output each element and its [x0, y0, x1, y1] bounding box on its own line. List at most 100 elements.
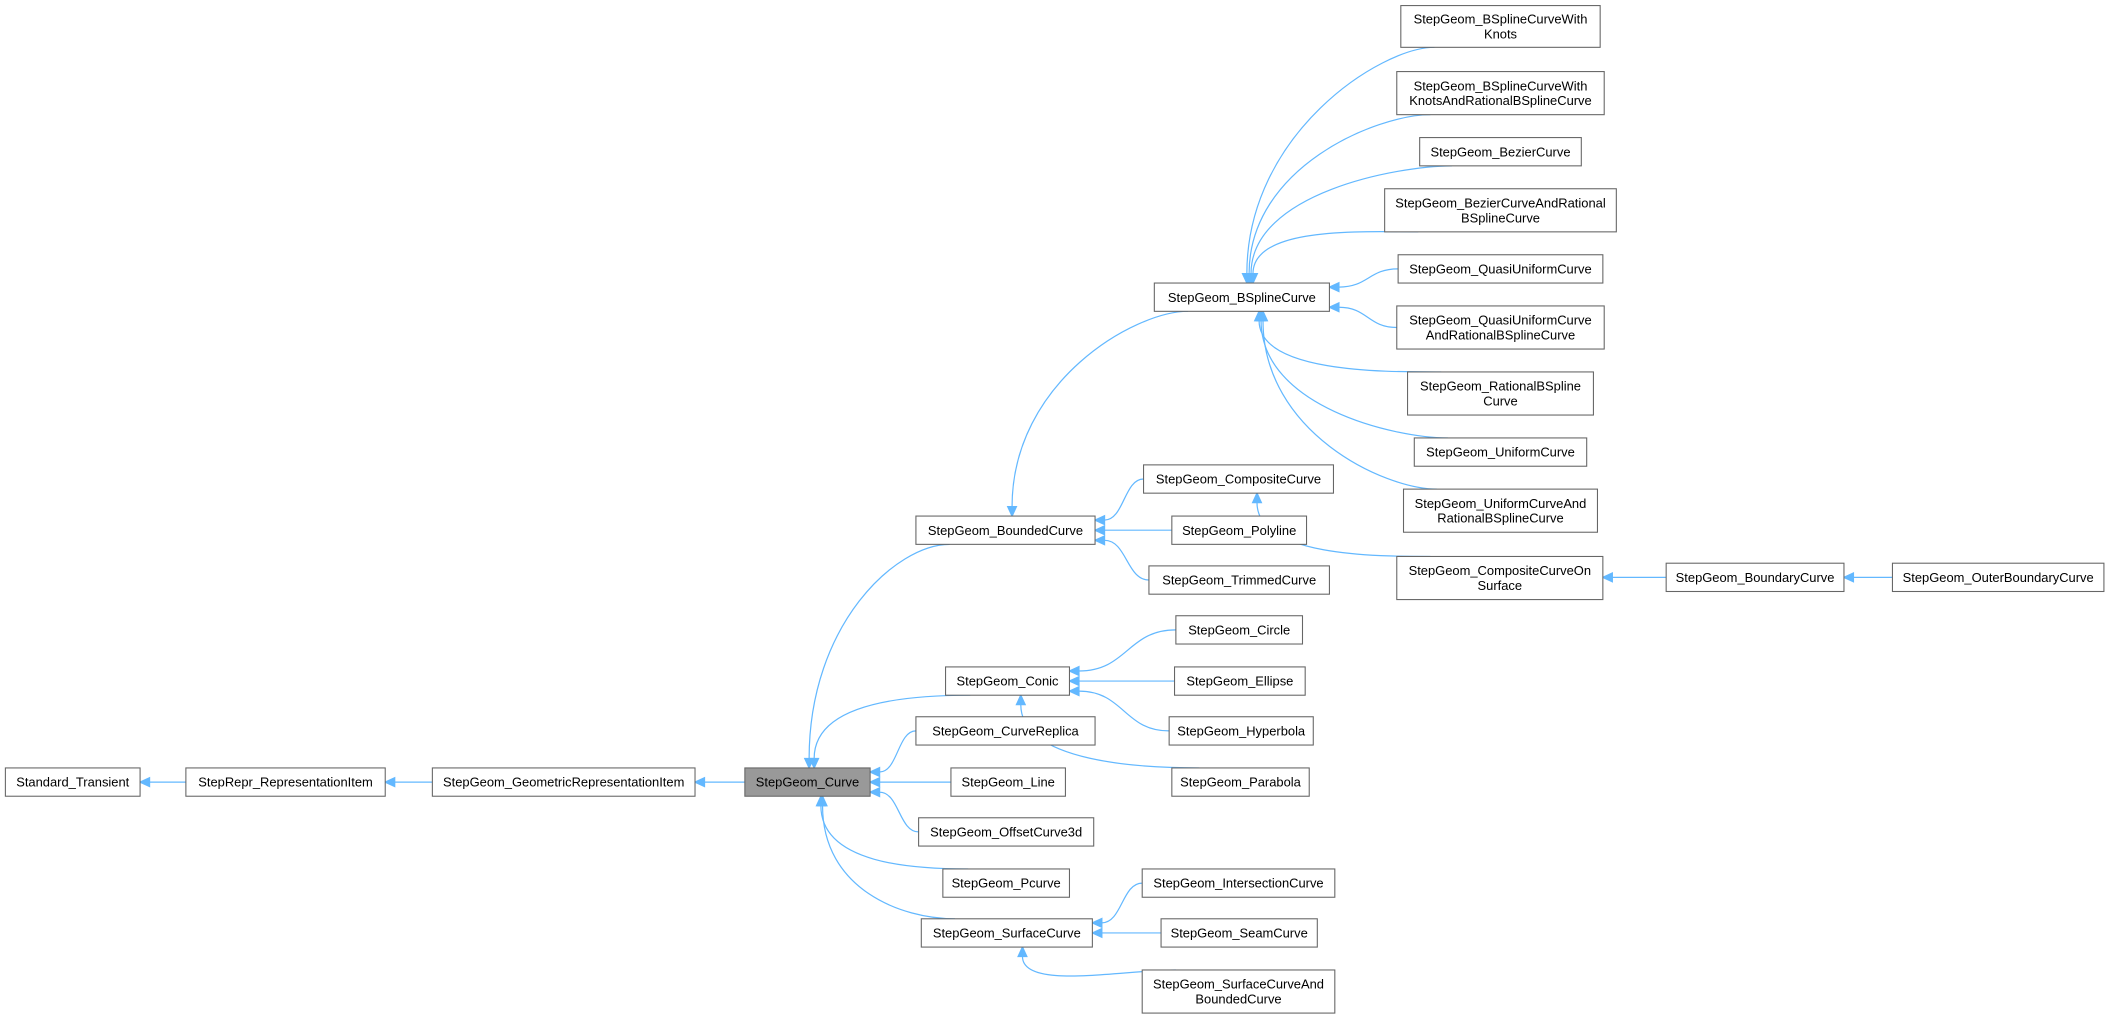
arrowhead-icon — [1090, 917, 1103, 929]
class-node-replica[interactable]: StepGeom_CurveReplica — [915, 716, 1096, 746]
node-box — [915, 716, 1096, 746]
node-box — [1419, 137, 1582, 167]
node-box — [1402, 488, 1599, 533]
class-node-bezierrat[interactable]: StepGeom_BezierCurveAndRationalBSplineCu… — [1384, 188, 1617, 233]
class-node-withknotsrat[interactable]: StepGeom_BSplineCurveWithKnotsAndRationa… — [1396, 71, 1605, 116]
class-node-uniform[interactable]: StepGeom_UniformCurve — [1413, 437, 1588, 467]
node-label: Surface — [1478, 578, 1523, 593]
inheritance-edge-withknots-to-bspline — [1246, 46, 1435, 274]
node-box — [1396, 71, 1605, 116]
arrowhead-icon — [1067, 675, 1080, 687]
class-node-uniformrat[interactable]: StepGeom_UniformCurveAndRationalBSplineC… — [1402, 488, 1599, 533]
inheritance-edge-bspline-to-bounded — [1011, 310, 1189, 507]
class-node-circle[interactable]: StepGeom_Circle — [1175, 615, 1304, 645]
node-label: AndRationalBSplineCurve — [1426, 327, 1575, 342]
node-label: StepGeom_BezierCurveAndRational — [1395, 195, 1605, 210]
class-node-surfcurve[interactable]: StepGeom_SurfaceCurve — [920, 918, 1093, 948]
class-node-outer[interactable]: StepGeom_OuterBoundaryCurve — [1891, 562, 2105, 593]
arrowhead-icon — [1067, 685, 1080, 697]
node-label: StepGeom_Parabola — [1180, 775, 1301, 790]
class-node-seam[interactable]: StepGeom_SeamCurve — [1160, 918, 1318, 948]
arrowhead-icon — [868, 776, 881, 788]
class-node-quasirat[interactable]: StepGeom_QuasiUniformCurveAndRationalBSp… — [1396, 305, 1605, 350]
node-label: StepGeom_BoundaryCurve — [1676, 570, 1835, 585]
inheritance-edge-bounded-to-curve — [808, 543, 950, 759]
node-label: BoundedCurve — [1195, 992, 1281, 1007]
node-label: StepGeom_BSplineCurve — [1168, 290, 1316, 305]
inheritance-edge-uniformrat-to-bspline — [1262, 320, 1438, 490]
class-node-bounded[interactable]: StepGeom_BoundedCurve — [915, 515, 1096, 545]
class-node-rational[interactable]: StepGeom_RationalBSplineCurve — [1407, 371, 1594, 416]
class-node-conic[interactable]: StepGeom_Conic — [945, 666, 1071, 696]
class-node-hyperbola[interactable]: StepGeom_Hyperbola — [1168, 716, 1314, 746]
class-node-ellipse[interactable]: StepGeom_Ellipse — [1173, 666, 1306, 696]
node-box — [915, 515, 1096, 545]
node-label: StepGeom_QuasiUniformCurve — [1409, 261, 1591, 276]
node-label: StepGeom_Polyline — [1182, 523, 1296, 538]
arrowhead-icon — [383, 776, 396, 788]
node-box — [1384, 188, 1617, 233]
class-node-repritem[interactable]: StepRepr_RepresentationItem — [185, 767, 386, 797]
class-node-bspline[interactable]: StepGeom_BSplineCurve — [1153, 282, 1330, 312]
node-box — [1396, 555, 1604, 601]
class-node-quasi[interactable]: StepGeom_QuasiUniformCurve — [1397, 254, 1604, 284]
node-label: StepGeom_CurveReplica — [932, 723, 1079, 738]
arrowhead-icon — [817, 794, 828, 807]
inheritance-edge-withknotsrat-to-bspline — [1248, 114, 1431, 274]
node-box — [1171, 767, 1310, 797]
node-box — [942, 868, 1071, 898]
node-box — [945, 666, 1071, 696]
node-label: StepGeom_OuterBoundaryCurve — [1903, 570, 2094, 585]
node-label: StepGeom_Pcurve — [952, 876, 1061, 891]
nodes-layer: Standard_Transient StepRepr_Representatio… — [4, 5, 2105, 1014]
node-label: StepGeom_SeamCurve — [1171, 926, 1308, 941]
class-node-trimmed[interactable]: StepGeom_TrimmedCurve — [1148, 565, 1330, 595]
class-node-parabola[interactable]: StepGeom_Parabola — [1171, 767, 1310, 797]
arrowhead-icon — [1247, 272, 1259, 285]
node-label: StepGeom_BezierCurve — [1430, 144, 1570, 159]
node-box — [1175, 615, 1304, 645]
node-label: RationalBSplineCurve — [1437, 511, 1563, 526]
inheritance-edge-bezier-to-bspline — [1250, 165, 1453, 274]
class-node-boundary[interactable]: StepGeom_BoundaryCurve — [1665, 562, 1845, 593]
node-box — [1153, 282, 1330, 312]
node-box — [1407, 371, 1594, 416]
node-label: StepGeom_UniformCurveAnd — [1415, 496, 1587, 511]
class-node-line[interactable]: StepGeom_Line — [950, 767, 1066, 797]
node-label: Curve — [1483, 393, 1517, 408]
arrowhead-icon — [1327, 281, 1340, 293]
class-node-pcurve[interactable]: StepGeom_Pcurve — [942, 868, 1071, 898]
node-box — [431, 767, 696, 797]
node-label: StepGeom_SurfaceCurveAnd — [1153, 977, 1324, 992]
node-box — [1400, 5, 1601, 48]
node-box — [1665, 562, 1845, 593]
node-label: StepGeom_QuasiUniformCurve — [1409, 313, 1591, 328]
class-node-curve[interactable]: StepGeom_Curve — [744, 767, 871, 797]
class-node-offset[interactable]: StepGeom_OffsetCurve3d — [918, 817, 1095, 847]
arrowhead-icon — [1251, 491, 1263, 504]
inheritance-edge-composite-to-bounded — [1104, 478, 1144, 521]
class-node-geomrep[interactable]: StepGeom_GeometricRepresentationItem — [431, 767, 696, 797]
node-box — [4, 767, 141, 797]
class-node-intersection[interactable]: StepGeom_IntersectionCurve — [1141, 868, 1336, 898]
node-label: StepGeom_TrimmedCurve — [1162, 573, 1316, 588]
inheritance-edge-uniform-to-bspline — [1260, 320, 1448, 439]
class-node-bezier[interactable]: StepGeom_BezierCurve — [1419, 137, 1582, 167]
node-box — [950, 767, 1066, 797]
node-label: BSplineCurve — [1461, 210, 1540, 225]
arrowhead-icon — [1090, 927, 1103, 939]
class-node-polyline[interactable]: StepGeom_Polyline — [1171, 515, 1308, 545]
inheritance-edge-bezierrat-to-bspline — [1252, 231, 1419, 274]
node-label: StepGeom_Curve — [756, 775, 859, 790]
arrowhead-icon — [1601, 571, 1613, 583]
node-label: StepGeom_RationalBSpline — [1420, 379, 1581, 394]
class-node-composite[interactable]: StepGeom_CompositeCurve — [1143, 464, 1335, 494]
arrowhead-icon — [1067, 665, 1080, 677]
node-label: StepRepr_RepresentationItem — [198, 775, 373, 790]
class-node-transient[interactable]: Standard_Transient — [4, 767, 141, 797]
arrowhead-icon — [1093, 524, 1106, 536]
node-label: StepGeom_BoundedCurve — [928, 523, 1083, 538]
